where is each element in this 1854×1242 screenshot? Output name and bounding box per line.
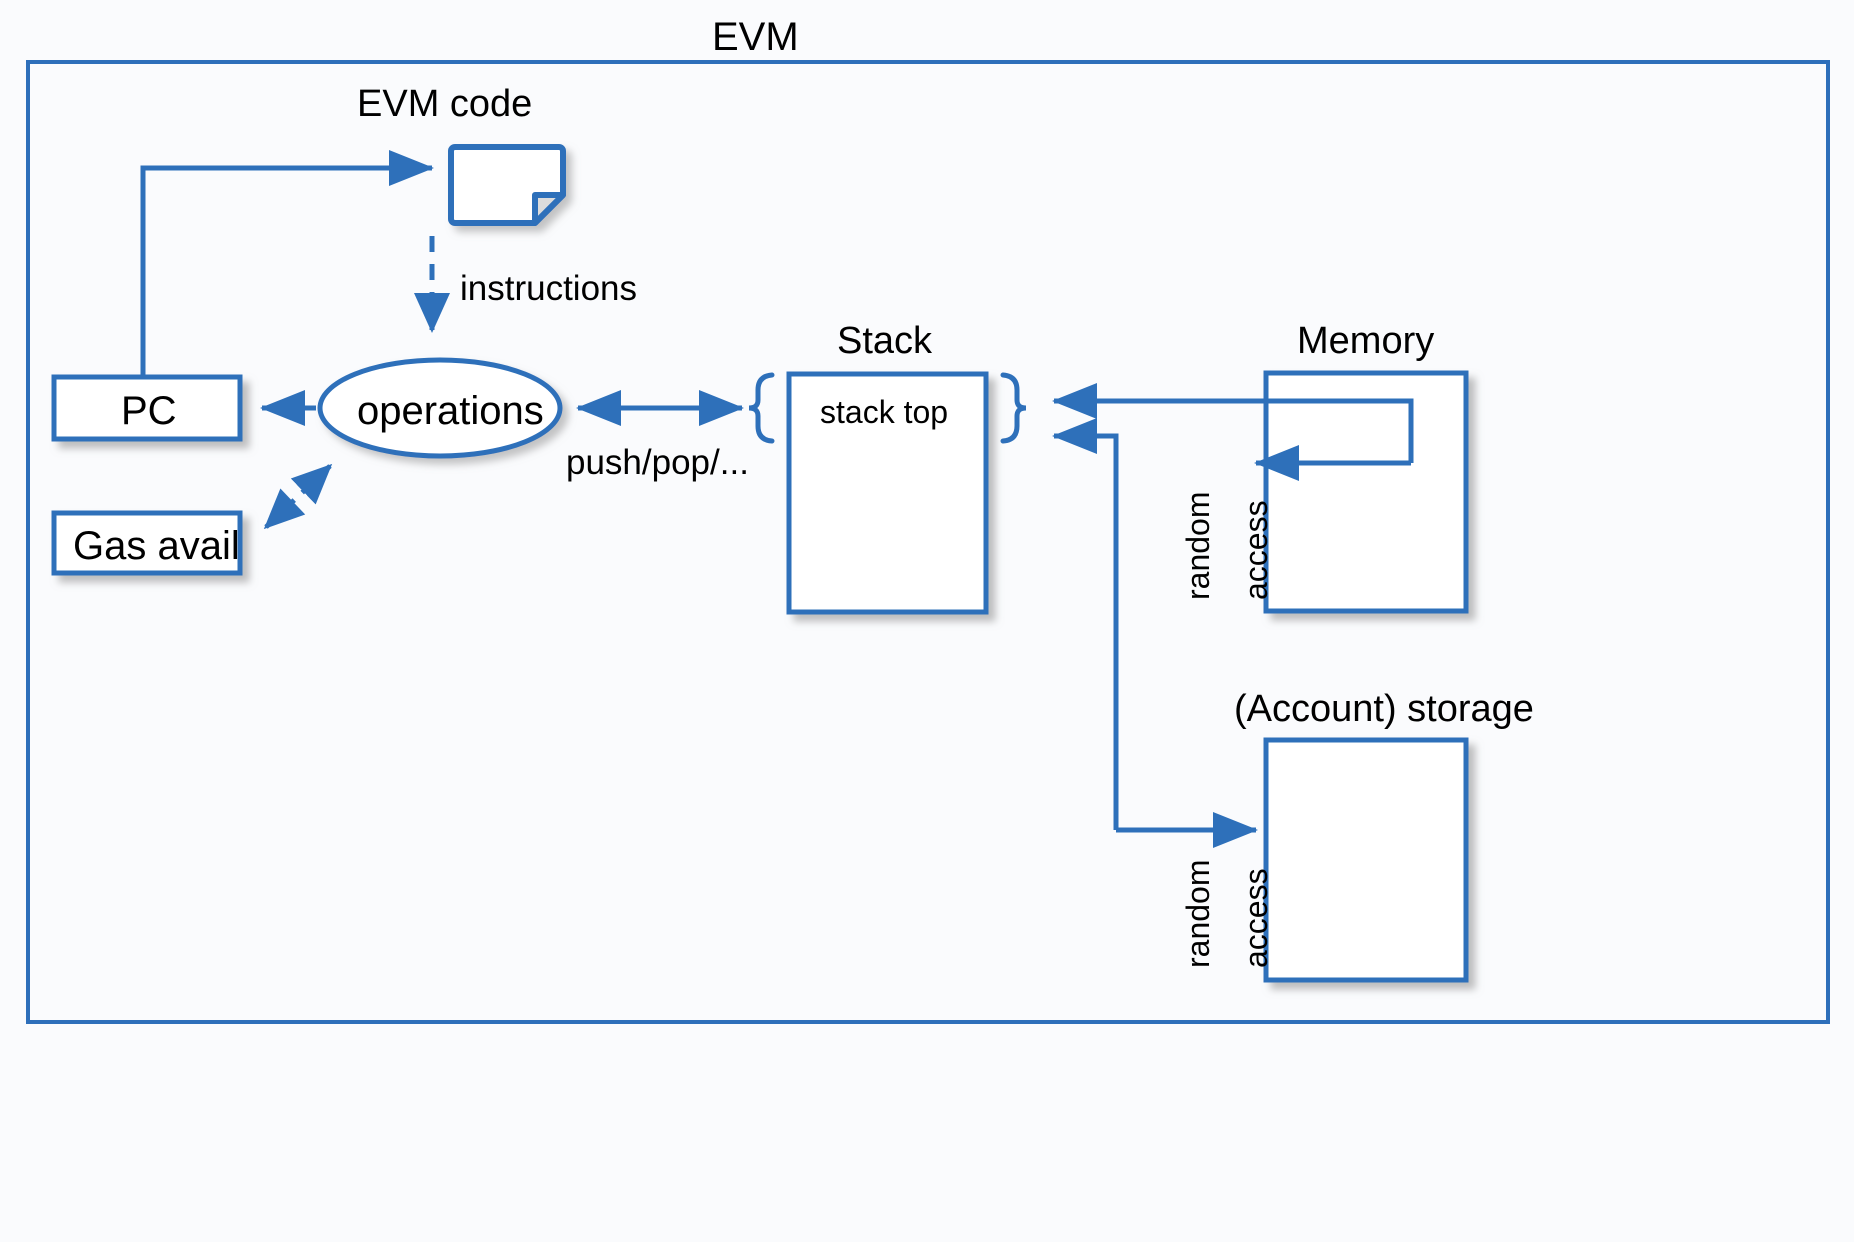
stack-label: Stack: [837, 320, 933, 362]
stack-box: [786, 371, 989, 615]
memory-box: [1263, 370, 1469, 614]
edge-storage-to-stack: [1052, 418, 1119, 830]
evm-frame: [26, 60, 1830, 1024]
stack-top-label: stack top: [820, 394, 949, 430]
gas-avail-label: Gas avail: [73, 524, 240, 568]
pc-box: [51, 374, 243, 442]
stack-right-brace: [1000, 372, 1027, 444]
storage-access-label: access: [1238, 868, 1274, 968]
pc-label: PC: [121, 389, 177, 433]
page-title: EVM: [712, 15, 799, 59]
operations-label: operations: [357, 389, 544, 433]
memory-access-label: access: [1238, 500, 1274, 600]
storage-random-label: random: [1180, 859, 1216, 969]
account-storage-label: (Account) storage: [1234, 688, 1534, 730]
push-pop-edge-label: push/pop/...: [566, 443, 749, 482]
edge-pc-to-evm-code: [140, 150, 434, 377]
stack-left-brace: [748, 372, 775, 444]
memory-label: Memory: [1297, 320, 1435, 362]
operations-ellipse: [317, 357, 563, 459]
memory-random-label: random: [1180, 491, 1216, 601]
edge-operations-gas: [263, 463, 333, 530]
account-storage-box: [1263, 737, 1469, 983]
evm-code-document-icon: [448, 144, 566, 226]
gas-avail-box: [51, 510, 243, 576]
instructions-edge-label: instructions: [460, 269, 638, 308]
edge-memory-to-stack: [1052, 383, 1414, 463]
evm-code-label: EVM code: [357, 83, 533, 125]
